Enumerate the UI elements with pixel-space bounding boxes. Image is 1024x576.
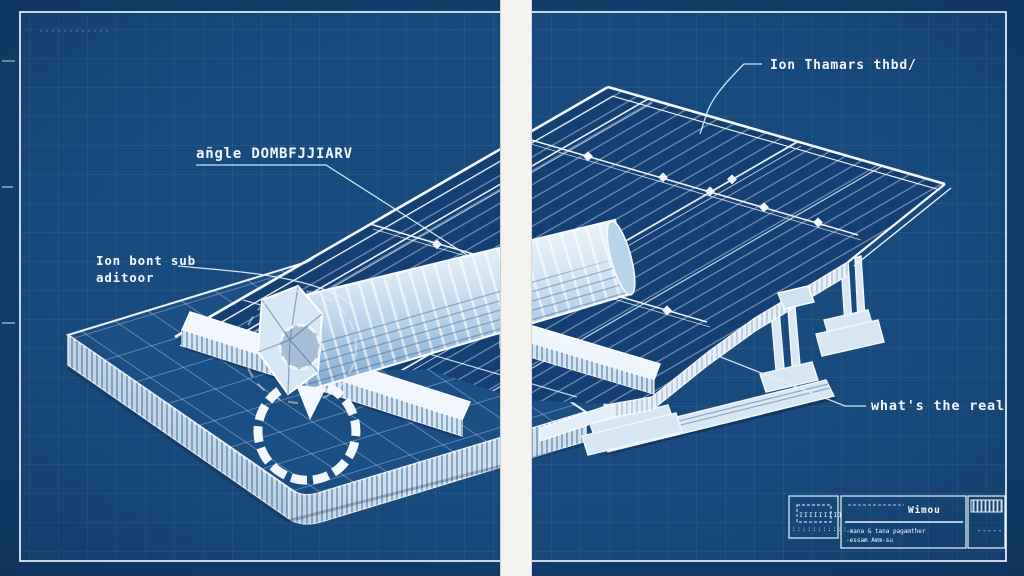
titleblock-line2: -essam Amm-su [846,537,893,544]
title-block-stamp-box [788,495,839,539]
title-block [788,495,1006,549]
leader-line [196,164,468,256]
title-block-right-box [967,495,1006,549]
stamp-text: IIIIIIIII [799,511,843,519]
title-block-middle-box [840,495,967,549]
titleblock-line1: -mana & tana pagamther [846,528,926,535]
label-actuator-line1: Ion bont sub [96,253,196,268]
title-block-text: IIIIIIIII ::::::::::: Wimou -mana & tana… [792,505,1003,544]
divider-strip [500,0,532,576]
titleblock-title: Wimou [908,505,941,516]
label-base-right: what's the real [871,398,1005,414]
label-angle: añgle DOMBFJJIARV [196,146,353,162]
annotations: añgle DOMBFJJIARV Ion Thamars thbd/ Ion … [96,58,1005,414]
label-actuator-line2: aditoor [96,270,154,285]
leader-line [699,63,762,135]
leader-line [177,265,353,307]
titleblock-tag: ----- [977,527,1003,535]
leader-line [707,351,866,407]
leader-lines [177,63,866,407]
stamp-sub-text: ::::::::::: [792,526,848,533]
label-panel-top: Ion Thamars thbd/ [770,58,917,73]
